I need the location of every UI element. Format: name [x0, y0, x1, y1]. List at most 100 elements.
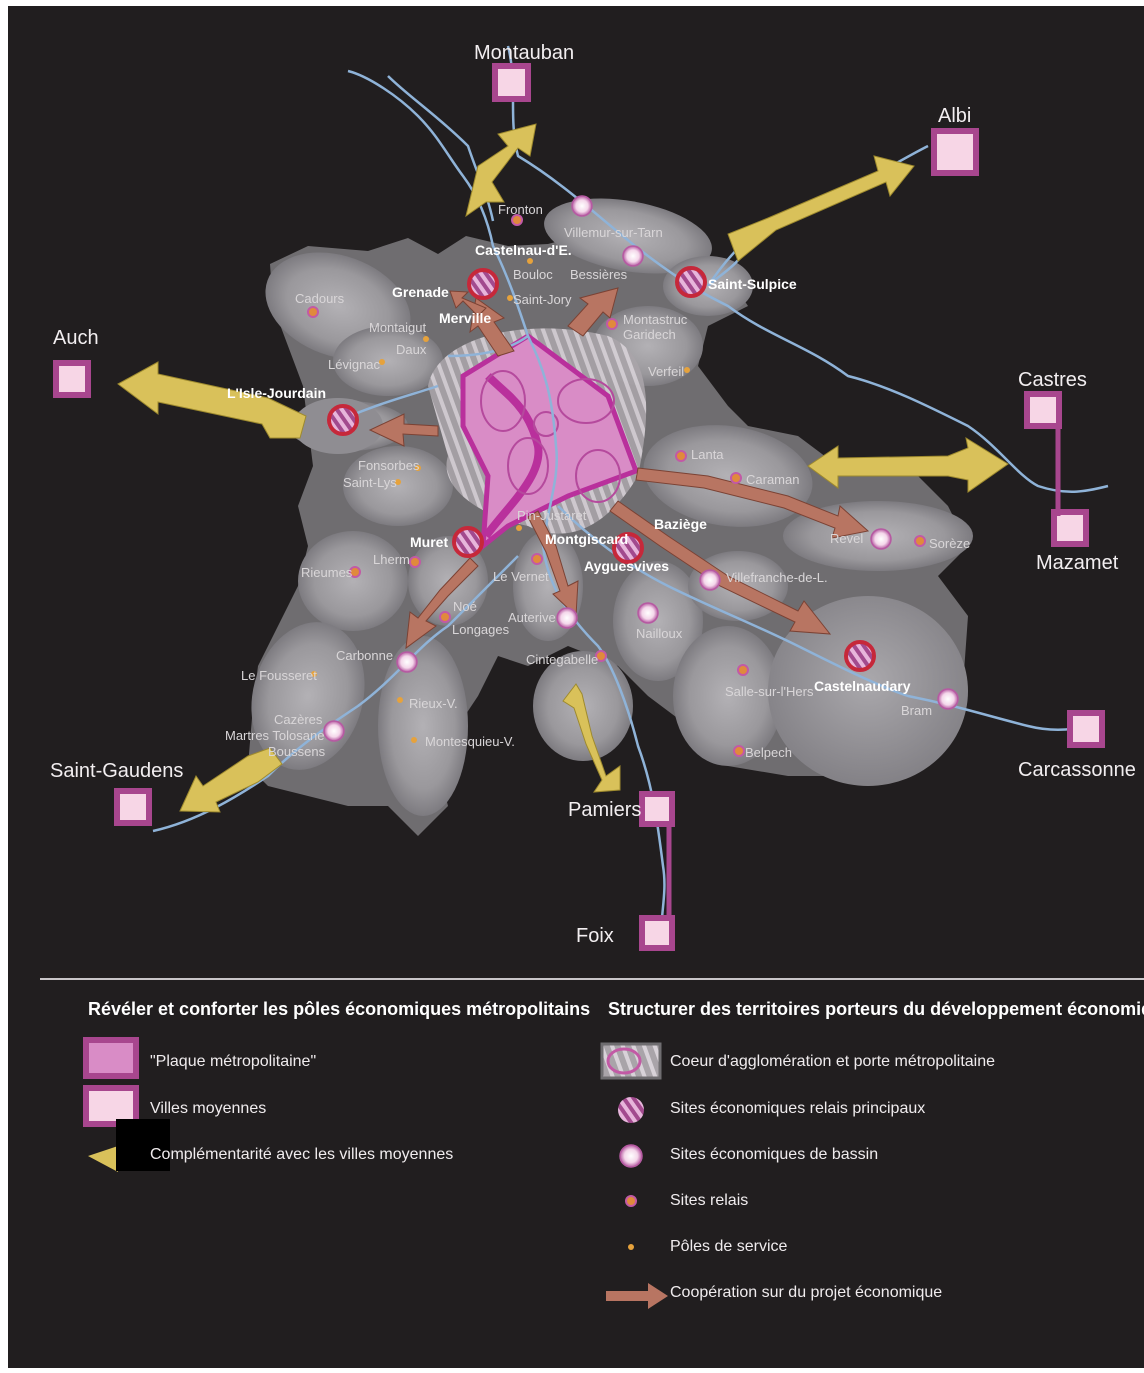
map-frame: Montauban Albi Auch Castres Mazamet Carc…: [8, 6, 1144, 1368]
yellow-arrow-albi: [727, 155, 915, 262]
coop-arrow-auterive: [527, 510, 579, 618]
label-garidech: Garidech: [623, 327, 676, 342]
label-cadours: Cadours: [295, 291, 345, 306]
label-auterive: Auterive: [508, 610, 556, 625]
coop-arrow-carbonne: [405, 557, 479, 650]
label-saint-sulpice: Saint-Sulpice: [708, 276, 797, 292]
label-levignac: Lévignac: [328, 357, 381, 372]
label-albi: Albi: [938, 105, 971, 127]
star-villefranche: [699, 569, 721, 591]
legend-right: Structurer des territoires porteurs du d…: [600, 999, 1144, 1309]
relay-ring-montgiscard: [612, 532, 644, 564]
label-bram: Bram: [901, 703, 932, 718]
legend-left: Révéler et conforter les pôles économiqu…: [83, 999, 590, 1172]
label-montaigut: Montaigut: [369, 320, 426, 335]
legend-relais-principaux-label: Sites économiques relais principaux: [670, 1100, 925, 1117]
star-martres: [323, 720, 345, 742]
label-bessieres: Bessières: [570, 267, 628, 282]
coop-arrow-grenade: [449, 290, 487, 317]
label-castres: Castres: [1018, 369, 1087, 391]
label-rieumes: Rieumes: [301, 565, 353, 580]
coop-arrow-castelnaudary: [609, 500, 832, 635]
coop-arrow-revel: [635, 467, 870, 539]
yellow-arrow-montauban: [465, 123, 537, 218]
label-castelnaudary: Castelnaudary: [814, 678, 911, 694]
label-fonsorbes: Fonsorbes: [358, 458, 420, 473]
label-mazamet: Mazamet: [1036, 552, 1119, 574]
label-boussens: Boussens: [268, 744, 326, 759]
territorial-map: Montauban Albi Auch Castres Mazamet Carc…: [40, 42, 1144, 1309]
star-revel: [870, 528, 892, 550]
city-square-albi: [931, 128, 979, 176]
relay-main-sites: [327, 266, 876, 672]
legend-right-title: Structurer des territoires porteurs du d…: [608, 999, 1144, 1019]
label-belpech: Belpech: [745, 745, 792, 760]
star-carbonne: [396, 651, 418, 673]
label-foix: Foix: [576, 925, 614, 947]
label-montastruc: Montastruc: [623, 312, 688, 327]
service-poles: [311, 258, 690, 743]
legend-relais-icon: [625, 1195, 637, 1207]
metropolitan-core: [428, 328, 647, 552]
legend-coeur-label: Coeur d'agglomération et porte métropoli…: [670, 1053, 995, 1070]
label-merville: Merville: [439, 310, 491, 326]
label-isle-jourdain: L'Isle-Jourdain: [227, 385, 326, 401]
legend-relais-label: Sites relais: [670, 1192, 748, 1209]
label-soreze: Sorèze: [929, 536, 970, 551]
label-ayguesvives: Ayguesvives: [584, 558, 669, 574]
yellow-arrow-castres: [807, 436, 1009, 493]
coop-arrow-isle: [368, 413, 439, 447]
label-saint-gaudens: Saint-Gaudens: [50, 760, 183, 782]
label-carbonne: Carbonne: [336, 648, 393, 663]
label-carcassonne: Carcassonne: [1018, 759, 1136, 781]
star-auterive: [556, 607, 578, 629]
relay-ring-castelnaudary: [844, 640, 876, 672]
label-castelnau: Castelnau-d'E.: [475, 242, 572, 258]
label-daux: Daux: [396, 342, 427, 357]
label-martres: Martres Tolosane: [225, 728, 324, 743]
label-verfeil: Verfeil: [648, 364, 684, 379]
label-fronton: Fronton: [498, 202, 543, 217]
legend-plaque-icon: [83, 1037, 139, 1079]
label-lanta: Lanta: [691, 447, 724, 462]
label-montauban: Montauban: [474, 42, 574, 64]
legend-black-box: [116, 1119, 170, 1171]
relay-sites: [307, 214, 926, 757]
label-le-vernet: Le Vernet: [493, 569, 549, 584]
legend-villes-icon: [83, 1085, 139, 1127]
legend-villes-label: Villes moyennes: [150, 1100, 266, 1117]
label-revel: Revel: [830, 531, 863, 546]
label-cintegabelle: Cintegabelle: [526, 652, 598, 667]
city-square-castres: [1024, 391, 1062, 429]
city-square-montauban: [492, 63, 531, 102]
legend-left-title: Révéler et conforter les pôles économiqu…: [88, 999, 590, 1019]
city-square-foix: [639, 915, 675, 951]
relay-ring-isle-jourdain: [327, 404, 359, 436]
label-montesquieu: Montesquieu-V.: [425, 734, 515, 749]
yellow-arrow-pamiers: [562, 683, 621, 793]
legend-service-label: Pôles de service: [670, 1238, 787, 1255]
legend-plaque-label: "Plaque métropolitaine": [150, 1053, 316, 1070]
city-square-mazamet: [1051, 509, 1089, 547]
star-nailloux: [637, 602, 659, 624]
label-rieux: Rieux-V.: [409, 696, 458, 711]
city-square-carcassonne: [1067, 710, 1105, 748]
label-caraman: Caraman: [746, 472, 799, 487]
label-pamiers: Pamiers: [568, 799, 641, 821]
label-longages: Longages: [452, 622, 510, 637]
label-grenade: Grenade: [392, 284, 449, 300]
label-saint-lys: Saint-Lys: [343, 475, 397, 490]
label-villefranche: Villefranche-de-L.: [726, 570, 828, 585]
relay-ring-saint-sulpice: [675, 266, 707, 298]
medium-cities: [53, 63, 1105, 951]
label-auch: Auch: [53, 327, 99, 349]
label-villemur: Villemur-sur-Tarn: [564, 225, 663, 240]
relay-ring-muret: [452, 526, 484, 558]
star-bessieres: [622, 245, 644, 267]
basin-sites: [323, 195, 959, 742]
yellow-arrow-saint-gaudens: [179, 747, 283, 813]
legend-bassin-label: Sites économiques de bassin: [670, 1146, 878, 1163]
label-lherm: Lherm: [373, 552, 410, 567]
legend-service-icon: [628, 1244, 634, 1250]
complementarity-arrows: [117, 123, 1009, 813]
